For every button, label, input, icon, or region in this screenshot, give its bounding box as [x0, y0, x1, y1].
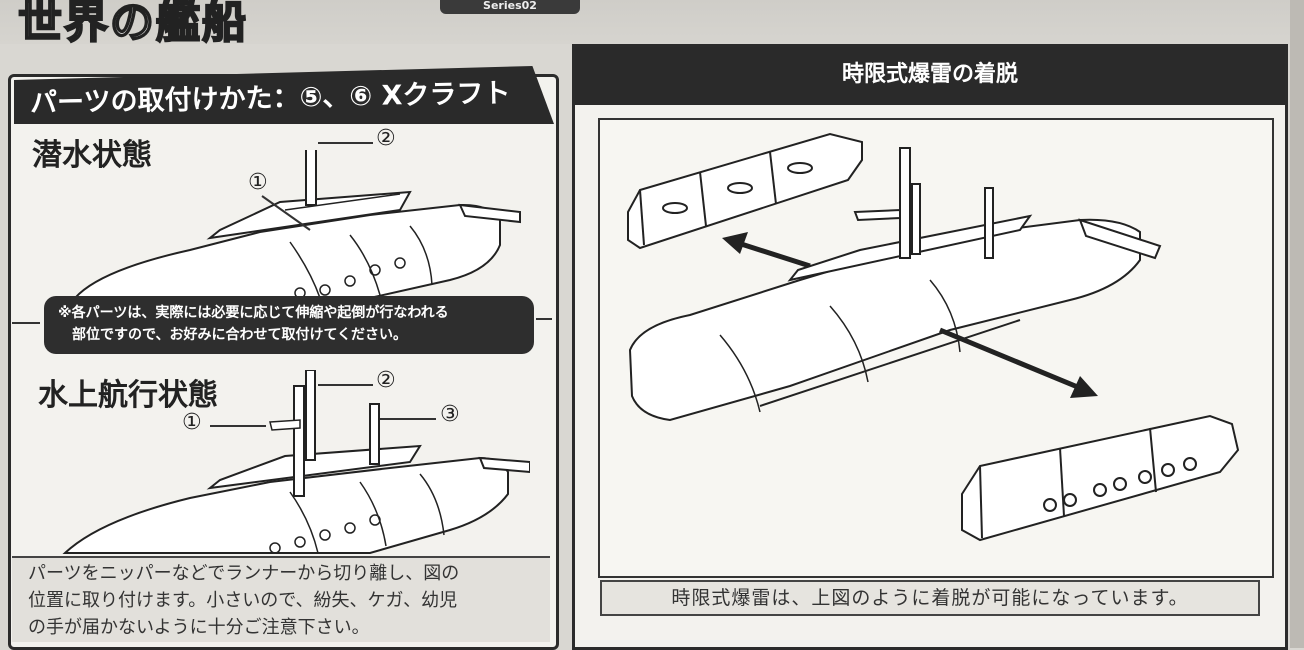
callout-1-bottom: ① [182, 410, 202, 435]
callout-3-bottom: ③ [440, 402, 460, 427]
section-divider-left [12, 322, 40, 324]
surface-submarine-illustration [62, 370, 530, 554]
series-tag: Series02 [440, 0, 580, 14]
callout-1-top-leader [261, 195, 311, 231]
section-divider-right [536, 318, 552, 320]
submerged-label: 潜水状態 [32, 138, 152, 173]
callout-3-bottom-leader [380, 418, 436, 420]
series-title: 世界の艦船 [17, 0, 248, 49]
arrow-head-up [722, 232, 748, 254]
main-submarine [628, 147, 1162, 422]
submerged-submarine-illustration [72, 150, 521, 299]
callout-2-top-leader [318, 142, 373, 144]
callout-1-top: ① [248, 170, 268, 195]
depth-charge-heading: 時限式爆雷の着脱 [841, 62, 1018, 87]
instructions-line-1: パーツをニッパーなどでランナーから切り離し、図の [28, 563, 460, 584]
instructions-line-2: 位置に取り付けます。小さいので、紛失、ケガ、幼児 [28, 590, 458, 611]
callout-2-top: ② [376, 126, 396, 151]
depth-charge-caption: 時限式爆雷は、上図のように着脱が可能になっています。 [600, 580, 1260, 616]
arrow-head-down [1070, 376, 1098, 398]
parts-note: ※各パーツは、実際には必要に応じて伸縮や起倒が行なわれる 部位ですので、お好みに… [44, 296, 534, 354]
arrow-line-down [939, 327, 1081, 391]
parts-note-line-2: 部位ですので、お好みに合わせて取付けてください。 [72, 327, 408, 343]
callout-1-bottom-leader [210, 425, 266, 427]
page-top-strip: 世界の艦船 Series02 [0, 0, 1304, 49]
callout-2-bottom: ② [376, 368, 396, 393]
assembly-instructions: パーツをニッパーなどでランナーから切り離し、図の 位置に取り付けます。小さいので… [12, 556, 550, 642]
depth-charge-diagram [598, 118, 1274, 578]
arrow-line-up [734, 239, 811, 269]
instructions-line-3: の手が届かないように十分ご注意下さい。 [28, 617, 370, 638]
depth-charge-illustration [627, 132, 1240, 542]
parts-note-line-1: ※各パーツは、実際には必要に応じて伸縮や起倒が行なわれる [58, 305, 449, 321]
page-binding-edge [1290, 0, 1304, 648]
upper-depth-charge [627, 132, 863, 250]
lower-depth-charge [961, 414, 1240, 542]
depth-charge-heading-band [575, 47, 1285, 105]
callout-2-bottom-leader [318, 384, 373, 386]
surface-label: 水上航行状態 [38, 378, 218, 413]
